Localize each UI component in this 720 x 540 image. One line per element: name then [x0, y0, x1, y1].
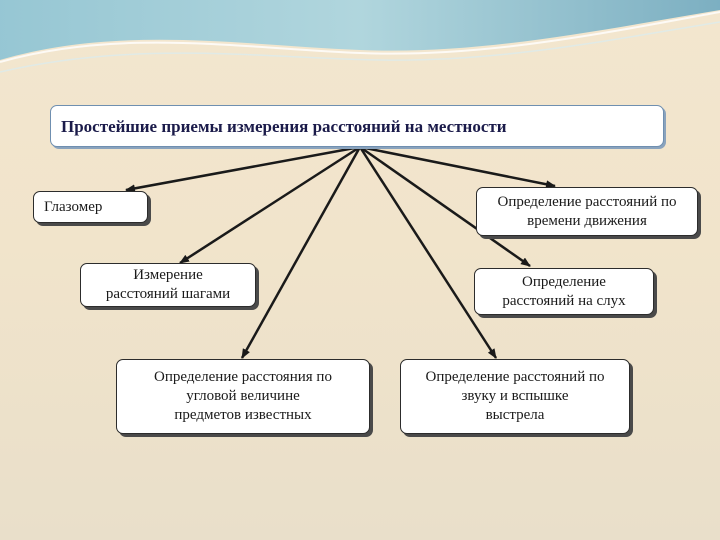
node-hearing: Определение расстояний на слух [474, 268, 654, 315]
node-hearing-label: Определение расстояний на слух [502, 273, 626, 309]
arrow-to-sound-flash [358, 146, 498, 359]
node-movement-time: Определение расстояний по времени движен… [476, 187, 698, 236]
diagram-title: Простейшие приемы измерения расстояний н… [61, 116, 507, 136]
arrow-to-steps [179, 145, 361, 265]
arrow-to-glazomer [125, 145, 361, 193]
node-steps: Измерение расстояний шагами [80, 263, 256, 307]
decorative-wave-header [0, 0, 720, 73]
node-movement-time-label: Определение расстояний по времени движен… [497, 193, 677, 229]
node-steps-label: Измерение расстояний шагами [105, 267, 231, 302]
node-sound-flash: Определение расстояний по звуку и вспышк… [400, 359, 630, 434]
arrow-to-movement-time [359, 145, 556, 189]
node-angular: Определение расстояния по угловой величи… [116, 359, 370, 434]
node-glazomer-label: Глазомер [44, 198, 103, 215]
node-angular-label: Определение расстояния по угловой величи… [154, 369, 332, 423]
node-glazomer: Глазомер [33, 191, 148, 223]
arrow-to-angular [240, 146, 362, 359]
diagram-title-box: Простейшие приемы измерения расстояний н… [50, 105, 664, 147]
node-sound-flash-label: Определение расстояний по звуку и вспышк… [425, 369, 605, 423]
